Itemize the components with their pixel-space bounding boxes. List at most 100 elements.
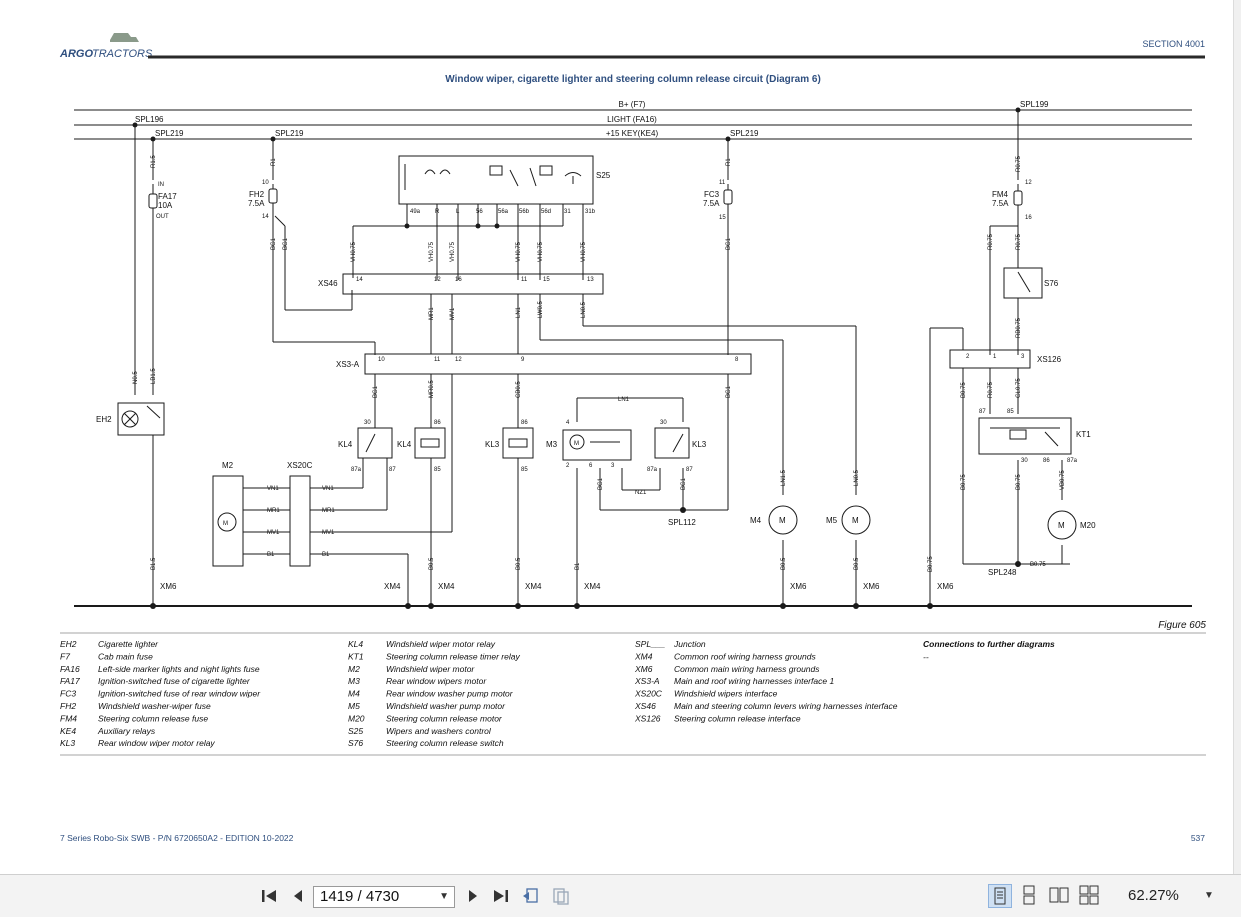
s25-label: S25 [596, 171, 611, 180]
timer-relay-kt1 [978, 417, 1072, 455]
legend-code: KT1 [348, 651, 364, 661]
legend-code: XS20C [634, 689, 663, 699]
wire-r1b: R1 [726, 158, 732, 166]
legend-code: FA17 [60, 676, 80, 686]
next-page-button[interactable] [462, 885, 484, 907]
legend-code: KL4 [348, 639, 363, 649]
kl4b-label: KL4 [397, 440, 412, 449]
motor-m2 [212, 475, 244, 567]
legend-code: XM4 [634, 651, 653, 661]
legend-description: Cigarette lighter [98, 639, 159, 649]
m2-vn1: VN1 [267, 486, 279, 492]
go-back-view-button[interactable] [520, 885, 542, 907]
kl4-pin-87: 87 [389, 467, 396, 473]
xm4-b: XM4 [438, 582, 455, 591]
wire-ln05: LN0.5 [581, 301, 587, 318]
wire-b05-a: B0.5 [429, 557, 435, 570]
switch-s25 [398, 155, 594, 205]
legend-description: Rear window washer pump motor [386, 689, 514, 699]
wire-r1a: R1 [271, 158, 277, 166]
legend-code: XS46 [634, 701, 656, 711]
legend-code: M20 [348, 713, 365, 723]
wire-bg1d: BG1 [373, 385, 379, 398]
xs46-pin-16: 16 [455, 277, 462, 283]
fh2-pin-top: 10 [262, 180, 269, 186]
section-label: SECTION 4001 [1142, 39, 1205, 49]
wire-lw05: LW0.5 [538, 300, 544, 318]
spl219-c-label: SPL219 [730, 129, 759, 138]
xs3a-label: XS3-A [336, 360, 360, 369]
xs3a-pin-11: 11 [434, 357, 441, 363]
s25-pin-l: L [456, 209, 460, 215]
vertical-scrollbar[interactable] [1233, 0, 1241, 874]
previous-page-icon [294, 890, 302, 902]
s25-pin-31: 31 [564, 209, 571, 215]
wire-bg1c: BG1 [726, 237, 732, 250]
bus-key-label: +15 KEY(KE4) [606, 129, 659, 138]
legend-description: Ignition-switched fuse of cigarette ligh… [98, 676, 251, 686]
kl3-pin-30: 30 [660, 420, 667, 426]
previous-page-button[interactable] [287, 885, 309, 907]
m3-pin-2: 2 [566, 463, 570, 469]
page-number-field[interactable]: 1419 / 4730 ▼ [313, 886, 455, 908]
fh2-label: FH2 [249, 190, 265, 199]
wire-lb15: LB1.5 [151, 368, 157, 384]
legend-description: Left-side marker lights and night lights… [98, 664, 260, 674]
xs46-pin-12: 12 [434, 277, 441, 283]
wire-b05-m5: B0.5 [854, 557, 860, 570]
kt1-pin-85: 85 [1007, 409, 1014, 415]
page-indicator-text: 1419 / 4730 [320, 888, 400, 905]
kt1-pin-87a: 87a [1067, 458, 1078, 464]
eh2-label: EH2 [96, 415, 112, 424]
legend-code: FM4 [60, 713, 77, 723]
wire-b05-m4: B0.5 [781, 557, 787, 570]
xs20c-vn1: VN1 [322, 486, 334, 492]
kl4-pin-86: 86 [434, 420, 441, 426]
wire-bg1a: BG1 [271, 237, 277, 250]
single-page-view-button[interactable] [988, 884, 1012, 908]
xs3a-pin-8: 8 [735, 357, 739, 363]
wire-b15: B1.5 [151, 557, 157, 570]
continuous-facing-view-button[interactable] [1078, 884, 1102, 908]
legend-description: Windshield wiper motor [386, 664, 475, 674]
spl219-a-label: SPL219 [155, 129, 184, 138]
fa17-rating: 10A [158, 201, 173, 210]
wire-bg1-m3: BG1 [598, 477, 604, 490]
xs20c-mr1: MR1 [322, 508, 335, 514]
s25-pin-r: R [435, 209, 440, 215]
s25-pin-31b: 31b [585, 209, 596, 215]
continuous-view-button[interactable] [1018, 884, 1042, 908]
m3-pin-4: 4 [566, 420, 570, 426]
zoom-dropdown-icon[interactable]: ▼ [1204, 890, 1214, 901]
last-page-button[interactable] [490, 885, 512, 907]
motor-m4 [768, 505, 798, 535]
fa17-in: IN [158, 182, 164, 188]
first-page-button[interactable] [258, 885, 280, 907]
legend-code: S25 [348, 726, 363, 736]
kl4-pin-85: 85 [434, 467, 441, 473]
xs126-pin-3: 3 [1021, 354, 1025, 360]
spl219-b-label: SPL219 [275, 129, 304, 138]
xs20c-b1: B1 [322, 552, 330, 558]
spl112-label: SPL112 [668, 518, 696, 527]
wire-b075-d: B0.75 [1016, 474, 1022, 490]
facing-view-button[interactable] [1048, 884, 1072, 908]
zoom-level[interactable]: 62.27% [1128, 887, 1179, 904]
viewer-toolbar: 1419 / 4730 ▼ 62.27% ▼ [0, 874, 1241, 917]
wire-mr1: MR1 [429, 307, 435, 320]
s25-pin-56d: 56d [541, 209, 551, 215]
wire-r15: R1.5 [151, 155, 157, 168]
legend-description: Windshield washer-wiper fuse [98, 701, 211, 711]
wire-bg1-kl3: BG1 [681, 477, 687, 490]
xs126-pin-1: 1 [993, 354, 997, 360]
go-forward-view-button[interactable] [550, 885, 572, 907]
legend-code: XS126 [634, 713, 661, 723]
footer-page: 537 [1191, 833, 1205, 843]
s76-label: S76 [1044, 279, 1059, 288]
wire-cb05: CB0.5 [516, 381, 522, 398]
fh2-pin-bot: 14 [262, 214, 269, 220]
page-dropdown-icon[interactable]: ▼ [439, 891, 449, 902]
legend-description: Main and steering column levers wiring h… [674, 701, 898, 711]
facing-pages-icon [1049, 887, 1069, 903]
legend-code: M5 [348, 701, 360, 711]
